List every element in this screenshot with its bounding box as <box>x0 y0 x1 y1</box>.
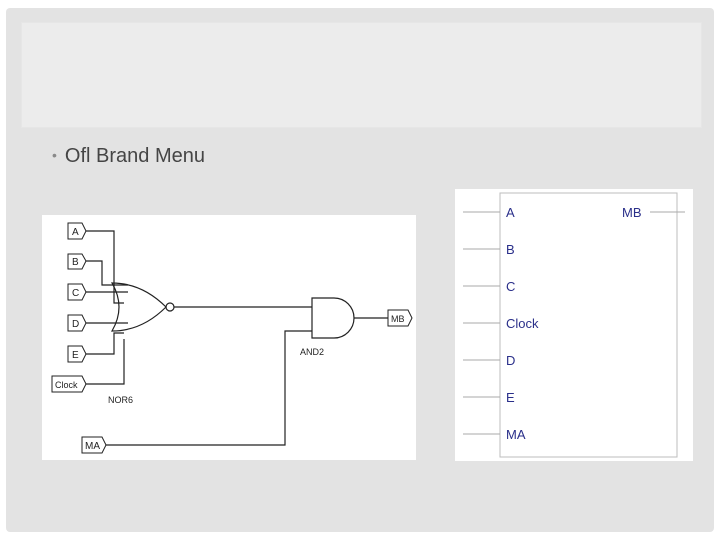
pin-label-c: C <box>506 279 515 294</box>
pin-label-e: E <box>506 390 515 405</box>
pin-label-mb: MB <box>622 205 642 220</box>
schematic-diagram: A B C D E Clock MA MB NOR6 AND2 <box>51 222 413 454</box>
port-label-ma: MA <box>85 441 100 452</box>
bullet-item: • Ofl Brand Menu <box>52 145 205 168</box>
port-d <box>67 314 87 332</box>
wire-b <box>86 260 128 286</box>
pin-label-ma: MA <box>506 427 526 442</box>
bullet-marker: • <box>52 147 57 163</box>
and-gate-body <box>311 297 355 339</box>
port-clock <box>51 375 87 393</box>
nor-gate-body <box>110 282 167 332</box>
symbol-body <box>499 192 678 458</box>
title-placeholder <box>21 22 702 128</box>
port-label-b: B <box>72 257 79 268</box>
wire-clock <box>86 339 125 385</box>
port-label-c: C <box>72 288 79 299</box>
port-mb <box>387 309 413 327</box>
port-label-d: D <box>72 319 79 330</box>
wire-ma <box>106 330 312 446</box>
port-label-a: A <box>72 227 79 238</box>
port-b <box>67 253 87 270</box>
gate-label-and: AND2 <box>300 347 324 357</box>
nor-gate-bubble <box>165 302 175 312</box>
port-c <box>67 283 87 301</box>
component-symbol: A B C Clock D E MA MB <box>463 192 685 458</box>
symbol-panel: A B C Clock D E MA MB <box>455 189 693 461</box>
pin-label-a: A <box>506 205 515 220</box>
port-e <box>67 345 87 363</box>
port-label-e: E <box>72 350 79 361</box>
port-a <box>67 222 87 240</box>
bullet-text: Ofl Brand Menu <box>64 145 205 167</box>
port-ma <box>81 436 107 454</box>
port-label-mb: MB <box>391 314 405 324</box>
port-label-clock: Clock <box>55 380 78 390</box>
gate-label-nor: NOR6 <box>108 395 133 405</box>
pin-label-clock: Clock <box>506 316 539 331</box>
pin-label-d: D <box>506 353 515 368</box>
schematic-panel: A B C D E Clock MA MB NOR6 AND2 <box>42 215 416 460</box>
pin-label-b: B <box>506 242 515 257</box>
wire-e <box>86 332 124 355</box>
